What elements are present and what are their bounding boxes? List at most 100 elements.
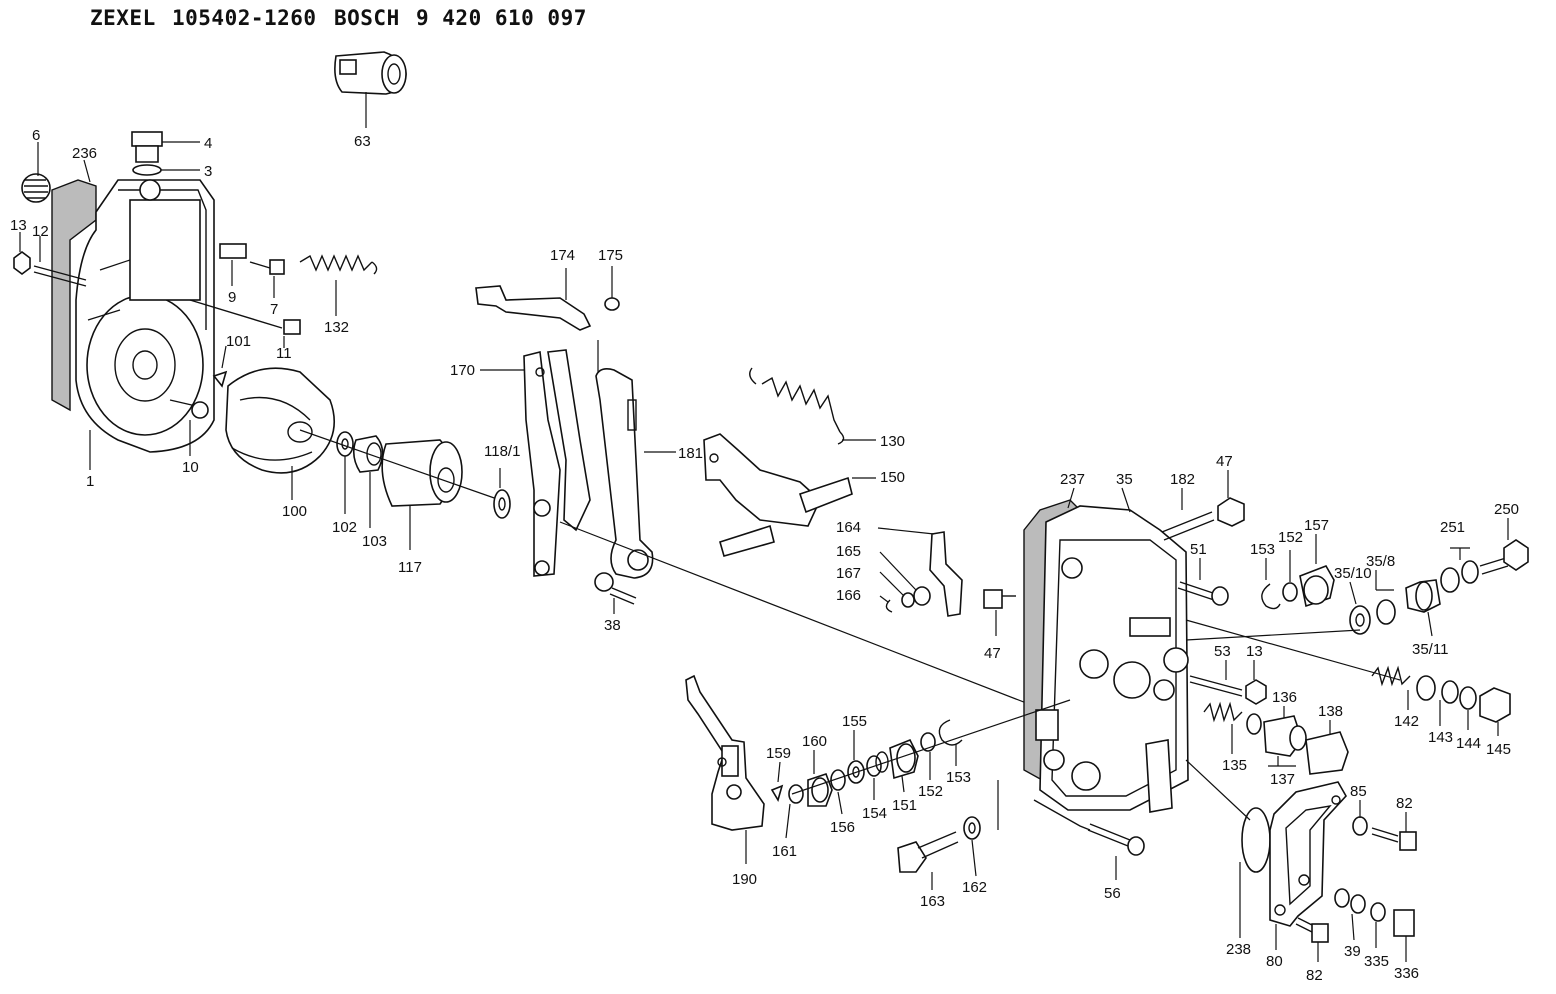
- part-163-bolt: [897, 831, 959, 890]
- part-181-lever: [595, 340, 676, 579]
- part-35-cover: [1033, 487, 1189, 831]
- label-9: 9: [228, 289, 236, 306]
- header-brand-zexel: ZEXEL: [90, 6, 156, 30]
- label-175: 175: [598, 247, 623, 264]
- part-250-bolt: [1479, 518, 1529, 575]
- part-138-cap: [1305, 720, 1349, 775]
- label-157: 157: [1304, 517, 1329, 534]
- label-138: 138: [1318, 703, 1343, 720]
- axis-line-lower: [791, 699, 1071, 795]
- part-9-clip: [219, 243, 247, 286]
- label-103: 103: [362, 533, 387, 550]
- label-80: 80: [1266, 953, 1283, 970]
- part-6-screw-plug: [21, 142, 51, 203]
- part-165-bolt: [879, 551, 931, 606]
- part-175-clip: [604, 266, 620, 311]
- part-335-washer: [1370, 902, 1386, 948]
- part-1-governor-housing: [51, 179, 215, 470]
- label-152-right: 152: [1278, 529, 1303, 546]
- part-4-plug: [131, 131, 200, 163]
- label-117: 117: [398, 559, 422, 576]
- part-336-nut: [1393, 909, 1415, 962]
- part-153-snap-ring-left: [938, 719, 963, 766]
- axis-line-center: [559, 521, 1071, 721]
- label-63: 63: [354, 133, 371, 150]
- label-143: 143: [1428, 729, 1453, 746]
- part-159-key: [770, 761, 784, 802]
- label-155: 155: [842, 713, 867, 730]
- part-238-oring: [1239, 807, 1271, 938]
- label-102: 102: [332, 519, 357, 536]
- part-7-screw: [249, 259, 285, 298]
- part-153-snap-ring-right: [1261, 558, 1281, 610]
- part-132-spring: [299, 254, 378, 316]
- part-80-cover: [1269, 781, 1347, 950]
- part-102-washer: [336, 431, 354, 514]
- label-336: 336: [1394, 965, 1419, 982]
- label-35-11: 35/11: [1412, 641, 1448, 658]
- part-12-stud: [33, 236, 87, 287]
- part-100-flyweight: [225, 367, 336, 500]
- label-35-8: 35/8: [1366, 553, 1395, 570]
- part-167-washer: [879, 571, 915, 608]
- part-101-key: [212, 345, 228, 388]
- label-251: 251: [1440, 519, 1465, 536]
- label-136: 136: [1272, 689, 1297, 706]
- label-163: 163: [920, 893, 945, 910]
- part-47-screw-right: [1217, 470, 1245, 527]
- label-56: 56: [1104, 885, 1121, 902]
- leader-236: [83, 159, 91, 183]
- part-157-sleeve: [1299, 534, 1335, 608]
- label-161: 161: [772, 843, 797, 860]
- part-143-washer: [1416, 675, 1441, 726]
- label-174: 174: [550, 247, 575, 264]
- label-335: 335: [1364, 953, 1389, 970]
- part-170-lever: [480, 349, 591, 577]
- part-164-plate: [877, 527, 963, 617]
- axis-line-238: [1185, 759, 1251, 821]
- label-51: 51: [1190, 541, 1207, 558]
- part-35-10-washer: [1349, 581, 1371, 635]
- label-237: 237: [1060, 471, 1085, 488]
- part-82-bolt-top: [1371, 812, 1417, 851]
- label-151: 151: [892, 797, 917, 814]
- label-11: 11: [276, 345, 292, 362]
- part-136-washer: [1246, 706, 1285, 735]
- part-152-oring-left: [920, 732, 936, 780]
- label-170: 170: [450, 362, 475, 379]
- part-39-washer: [1334, 888, 1366, 941]
- label-153-left: 153: [946, 769, 971, 786]
- part-142-screw: [1371, 665, 1411, 710]
- label-160: 160: [802, 733, 827, 750]
- part-11-screw: [189, 299, 301, 348]
- label-167: 167: [836, 565, 861, 582]
- part-13-nut-right: [1245, 660, 1267, 705]
- label-53: 53: [1214, 643, 1231, 660]
- label-145: 145: [1486, 741, 1511, 758]
- part-166-clip: [879, 595, 893, 613]
- part-3-washer: [132, 164, 200, 176]
- label-47-right: 47: [1216, 453, 1233, 470]
- label-100: 100: [282, 503, 307, 520]
- label-181: 181: [678, 445, 703, 462]
- part-160-sleeve: [807, 750, 833, 807]
- part-190-lever: [685, 674, 765, 864]
- part-155-oring: [847, 730, 865, 784]
- label-4: 4: [204, 135, 212, 152]
- label-159: 159: [766, 745, 791, 762]
- label-166: 166: [836, 587, 861, 604]
- label-144: 144: [1456, 735, 1481, 752]
- label-156: 156: [830, 819, 855, 836]
- label-165: 165: [836, 543, 861, 560]
- label-35: 35: [1116, 471, 1133, 488]
- header-part-bosch: 9 420 610 097: [416, 6, 587, 30]
- header-part-zexel: 105402-1260: [172, 6, 317, 30]
- label-13-right: 13: [1246, 643, 1263, 660]
- part-150-bracket: [703, 433, 876, 557]
- part-47-plug-left: [983, 589, 1016, 636]
- axis-line-right-1: [1185, 629, 1361, 641]
- label-101: 101: [226, 333, 251, 350]
- label-1: 1: [86, 473, 94, 490]
- label-153-right: 153: [1250, 541, 1275, 558]
- label-82-top: 82: [1396, 795, 1413, 812]
